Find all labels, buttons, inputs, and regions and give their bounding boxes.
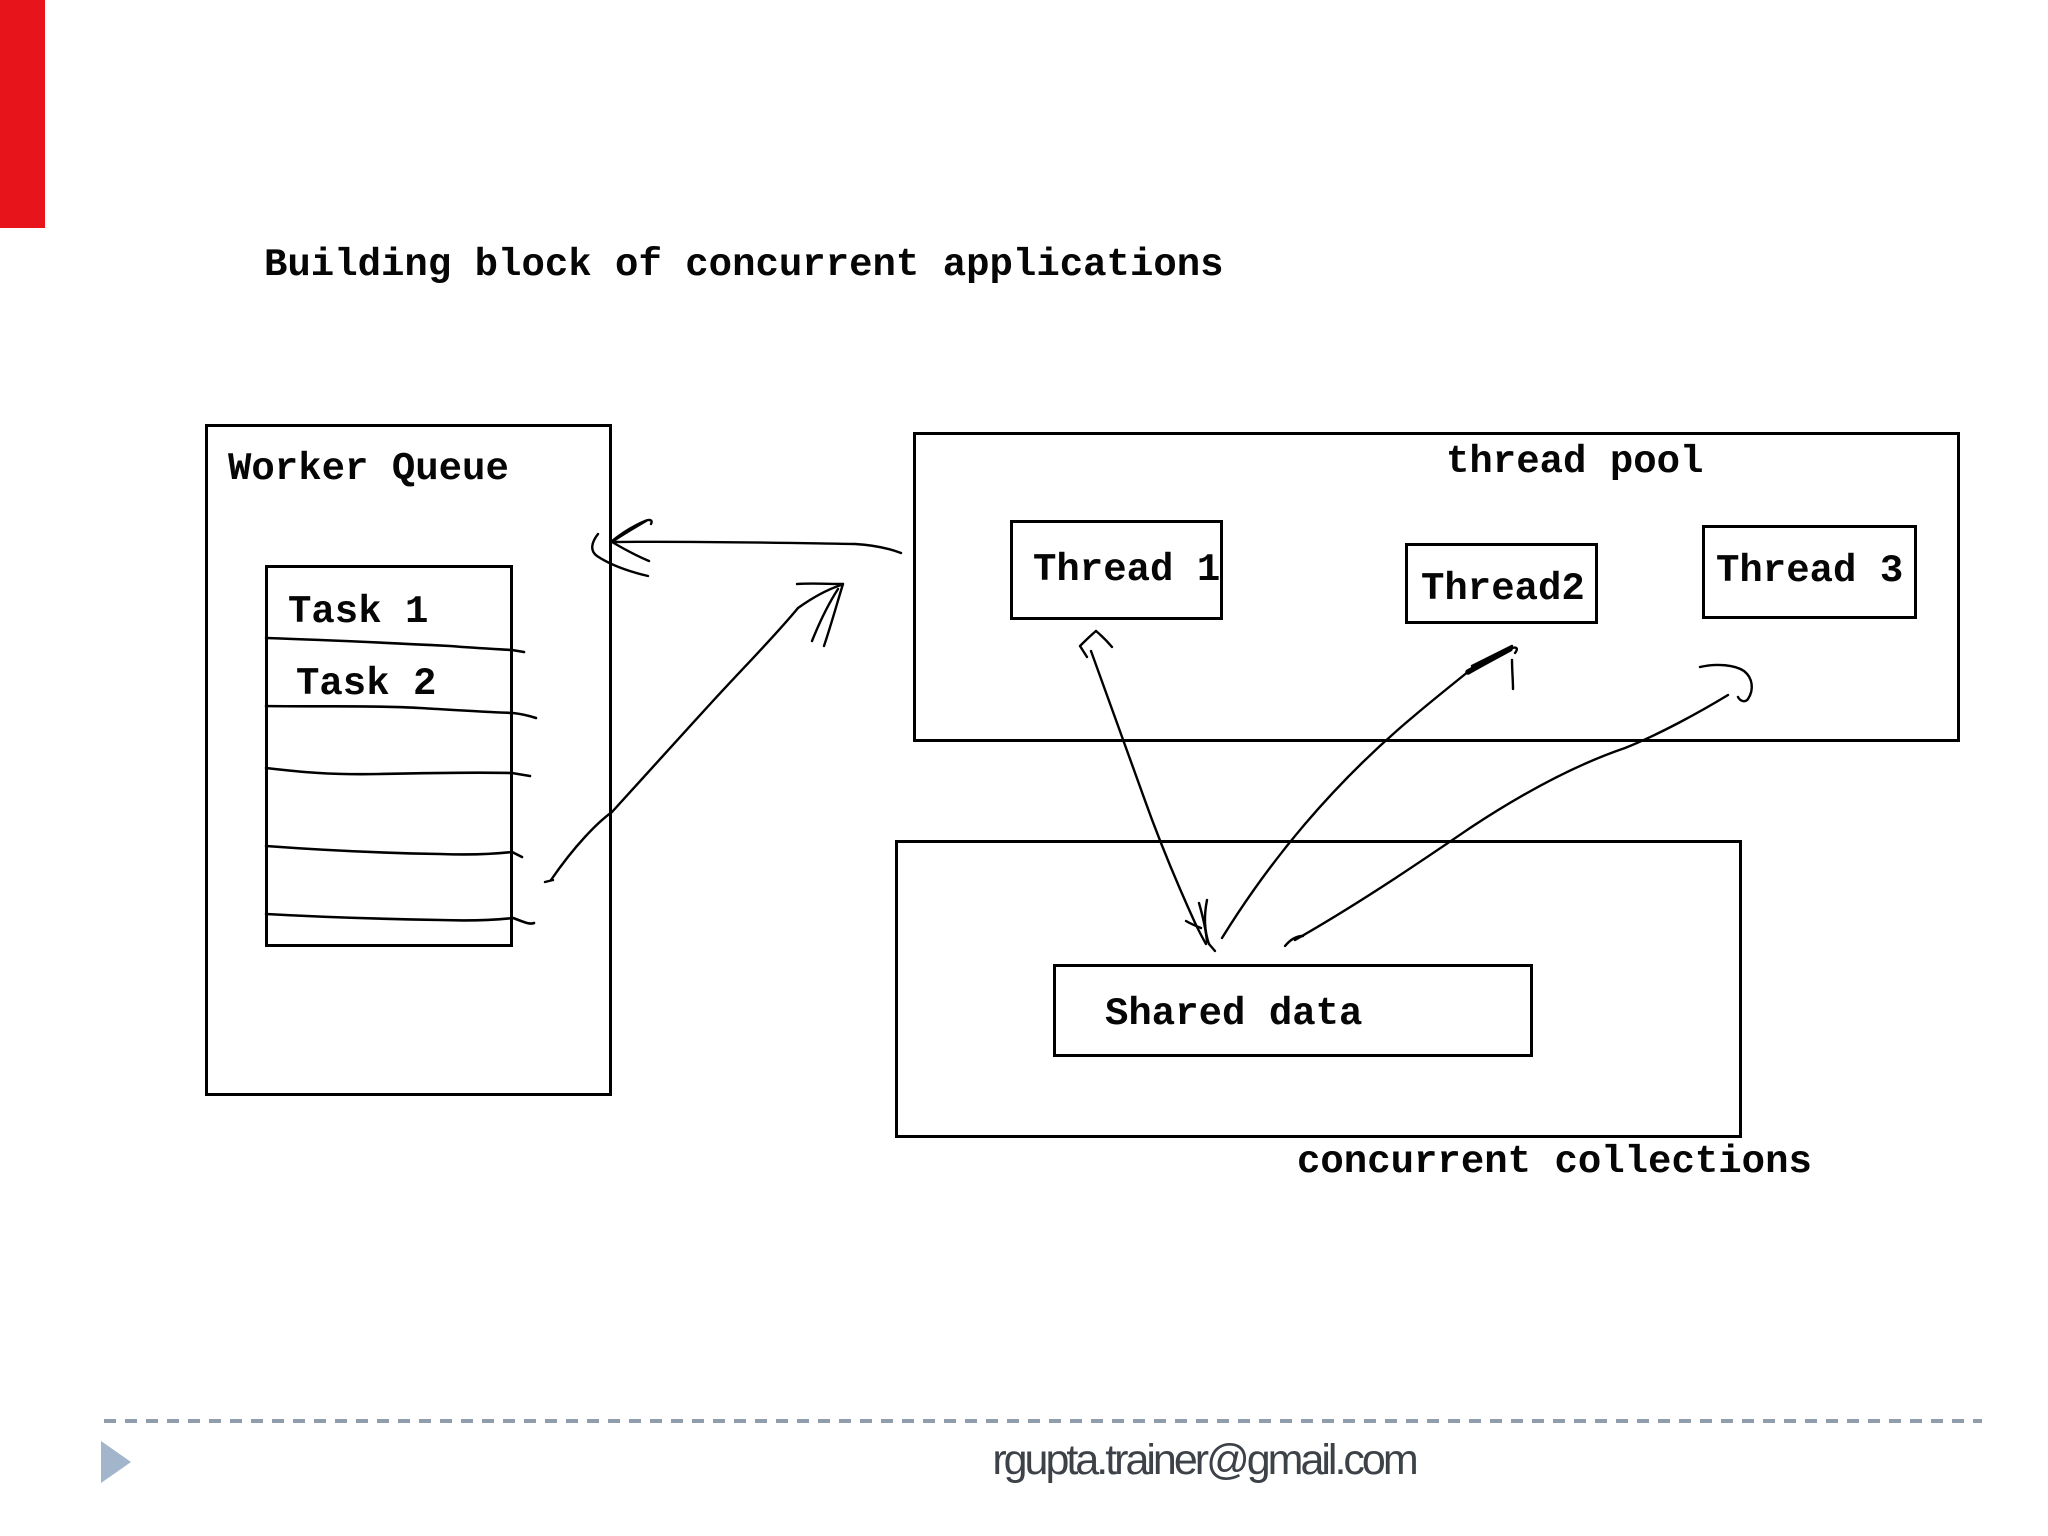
slide-title: Building block of concurrent application…	[264, 243, 1224, 287]
red-accent-bar	[0, 0, 45, 228]
shared-data-box	[1053, 964, 1533, 1057]
thread-3-label: Thread 3	[1716, 549, 1904, 593]
worker-queue-label: Worker Queue	[228, 447, 509, 491]
thread-2-box	[1405, 543, 1598, 624]
arrow-pool-to-queue	[591, 518, 903, 578]
thread-1-box	[1010, 520, 1223, 620]
thread-2-label: Thread2	[1421, 567, 1585, 611]
thread-1-label: Thread 1	[1033, 548, 1221, 592]
thread-3-box	[1702, 525, 1917, 619]
shared-data-label: Shared data	[1105, 992, 1363, 1036]
task-list-box	[265, 565, 513, 947]
footer-email: rgupta.trainer@gmail.com	[992, 1436, 1418, 1484]
task-row-label-1: Task 1	[288, 590, 429, 634]
concurrent-collections-label: concurrent collections	[1297, 1140, 1812, 1184]
thread-pool-label: thread pool	[1446, 440, 1704, 484]
triangle-bullet-icon	[101, 1441, 131, 1483]
task-row-label-2: Task 2	[296, 662, 437, 706]
